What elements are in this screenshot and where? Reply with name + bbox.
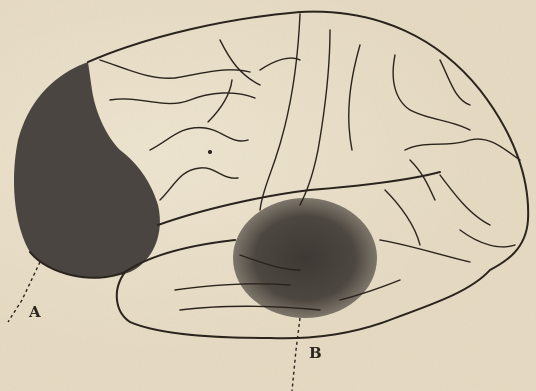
label-a: A: [29, 303, 41, 321]
label-b: B: [309, 344, 322, 362]
shaded-region-b: [233, 198, 377, 318]
ink-dot: [208, 150, 212, 154]
